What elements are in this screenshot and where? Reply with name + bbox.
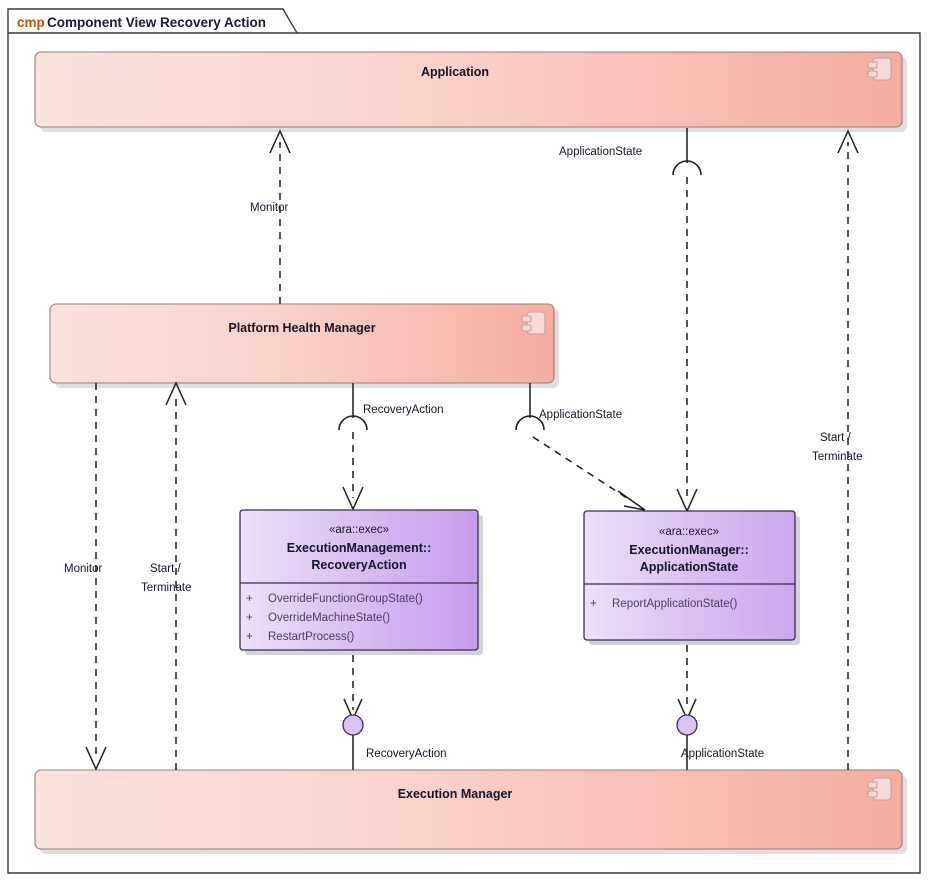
operation-visibility: + bbox=[246, 593, 253, 605]
connector-monitor-phm-to-application: Monitor bbox=[250, 129, 291, 304]
edge-label-monitor-left: Monitor bbox=[64, 563, 103, 575]
edge-label-applicationstate-phm: ApplicationState bbox=[539, 409, 622, 421]
component-icon bbox=[867, 57, 892, 81]
connector-monitor-phm-to-em: Monitor bbox=[64, 383, 107, 771]
class-recovery-action[interactable]: «ara::exec» ExecutionManagement:: Recove… bbox=[239, 509, 483, 655]
provided-interface-ball-recoveryaction[interactable] bbox=[342, 714, 364, 736]
connector-applicationstate-em: ApplicationState bbox=[676, 645, 764, 770]
edge-label-start-terminate-left-2: Terminate bbox=[141, 582, 192, 594]
component-platform-health-manager-box[interactable] bbox=[49, 303, 555, 384]
class-recovery-action-stereotype: «ara::exec» bbox=[329, 524, 389, 536]
connector-start-terminate-left: Start / Terminate bbox=[141, 381, 192, 770]
operation-signature: OverrideMachineState() bbox=[268, 612, 390, 624]
component-application[interactable]: Application bbox=[34, 51, 907, 132]
operation-signature: RestartProcess() bbox=[268, 631, 354, 643]
connector-recoveryaction-phm: RecoveryAction bbox=[338, 383, 444, 511]
class-recovery-action-name-1: ExecutionManagement:: bbox=[287, 541, 431, 555]
operation-visibility: + bbox=[246, 631, 253, 643]
component-application-box[interactable] bbox=[34, 51, 903, 128]
connector-recoveryaction-em: RecoveryAction bbox=[342, 655, 447, 770]
class-recovery-action-name-2: RecoveryAction bbox=[311, 558, 406, 572]
component-application-label: Application bbox=[421, 65, 489, 79]
operation-visibility: + bbox=[590, 598, 597, 610]
provided-interface-ball-applicationstate[interactable] bbox=[676, 714, 698, 736]
class-recovery-action-operation: + OverrideMachineState() bbox=[246, 612, 390, 624]
connector-start-terminate-right: Start / Terminate bbox=[812, 129, 863, 770]
class-recovery-action-box[interactable] bbox=[239, 509, 479, 651]
class-application-state-operation: + ReportApplicationState() bbox=[590, 598, 737, 610]
class-application-state-stereotype: «ara::exec» bbox=[659, 526, 719, 538]
frame-title-kind: cmp bbox=[17, 15, 45, 30]
edge-label-applicationstate-em: ApplicationState bbox=[681, 748, 764, 760]
class-recovery-action-operation: + RestartProcess() bbox=[246, 631, 354, 643]
component-icon bbox=[521, 311, 546, 335]
edge-label-monitor-top: Monitor bbox=[250, 202, 289, 214]
component-platform-health-manager-label: Platform Health Manager bbox=[228, 321, 375, 335]
operation-signature: OverrideFunctionGroupState() bbox=[268, 593, 423, 605]
connector-applicationstate-phm: ApplicationState bbox=[515, 383, 646, 511]
connector-applicationstate-application: ApplicationState bbox=[559, 128, 702, 513]
component-execution-manager-box[interactable] bbox=[34, 769, 903, 850]
edge-label-start-terminate-right-2: Terminate bbox=[812, 451, 863, 463]
component-platform-health-manager[interactable]: Platform Health Manager bbox=[49, 303, 559, 388]
diagram-frame: cmp Component View Recovery Action bbox=[7, 8, 921, 874]
edge-label-recoveryaction-phm: RecoveryAction bbox=[363, 404, 444, 416]
class-recovery-action-operation: + OverrideFunctionGroupState() bbox=[246, 593, 423, 605]
class-application-state-name-1: ExecutionManager:: bbox=[629, 543, 748, 557]
edge-label-start-terminate-left-1: Start / bbox=[150, 563, 181, 575]
edge-label-start-terminate-right-1: Start / bbox=[820, 432, 851, 444]
component-icon bbox=[867, 777, 892, 801]
operation-signature: ReportApplicationState() bbox=[612, 598, 737, 610]
class-application-state[interactable]: «ara::exec» ExecutionManager:: Applicati… bbox=[583, 510, 800, 645]
edge-label-recoveryaction-em: RecoveryAction bbox=[366, 748, 447, 760]
edge-label-applicationstate-top: ApplicationState bbox=[559, 146, 642, 158]
component-execution-manager-label: Execution Manager bbox=[398, 787, 513, 801]
class-application-state-name-2: ApplicationState bbox=[640, 560, 739, 574]
operation-visibility: + bbox=[246, 612, 253, 624]
frame-title-name: Component View Recovery Action bbox=[47, 15, 266, 30]
class-application-state-box[interactable] bbox=[583, 510, 796, 641]
component-execution-manager[interactable]: Execution Manager bbox=[34, 769, 907, 854]
